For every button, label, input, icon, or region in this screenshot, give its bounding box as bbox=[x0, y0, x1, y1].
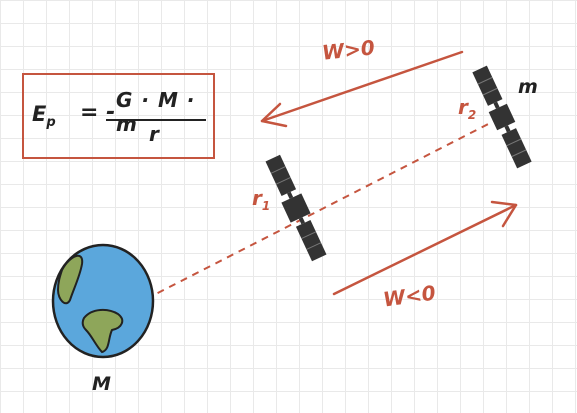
label-r1-symbol: r bbox=[252, 186, 262, 210]
satellite-icon-r2 bbox=[472, 65, 532, 169]
formula-lhs-subscript: p bbox=[46, 115, 56, 131]
formula-denominator: r bbox=[149, 122, 159, 146]
label-earth-mass: M bbox=[92, 373, 111, 395]
satellite-icon-r1 bbox=[265, 154, 327, 262]
label-r1-subscript: 1 bbox=[261, 199, 271, 213]
formula-box: Ep = - G · M · m r bbox=[22, 73, 215, 159]
arrow-work-positive bbox=[260, 50, 464, 128]
label-r2-subscript: 2 bbox=[467, 108, 477, 122]
formula-lhs: Ep bbox=[32, 102, 56, 130]
formula-equals: = - bbox=[80, 100, 116, 125]
label-r1: r1 bbox=[252, 186, 270, 213]
formula-numerator: G · M · m bbox=[116, 88, 196, 136]
earth-icon bbox=[51, 243, 155, 359]
formula-lhs-symbol: E bbox=[32, 102, 47, 126]
label-satellite-mass: m bbox=[518, 76, 538, 98]
label-r2: r2 bbox=[458, 95, 476, 122]
formula-fraction-bar bbox=[106, 119, 206, 121]
radius-dashed-line bbox=[145, 117, 501, 300]
label-r2-symbol: r bbox=[458, 95, 468, 119]
arrow-work-negative bbox=[332, 200, 518, 296]
